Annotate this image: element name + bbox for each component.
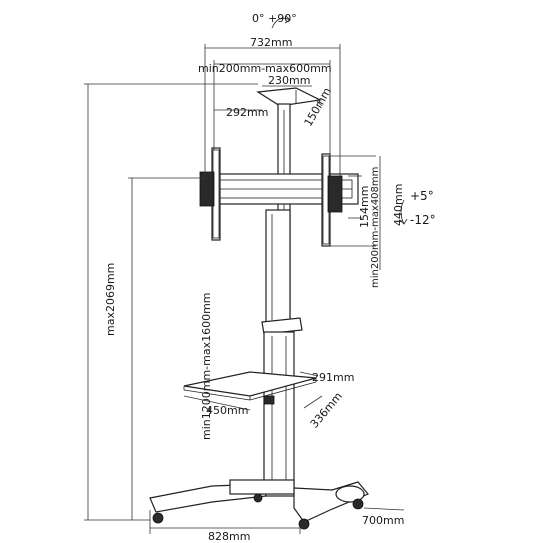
tilt-up-label: +5° [410, 189, 434, 203]
column-collar [261, 317, 303, 335]
shelf-depth-a-label: 291mm [312, 371, 354, 384]
tilt-arrow-icon [400, 199, 405, 225]
caster-wheel [152, 512, 164, 524]
dimension-labels: 0° +90° 732mm min200mm-max600mm 230mm 29… [104, 12, 436, 543]
bracket-arm-label: 154mm [358, 186, 371, 228]
shelf-depth-b-label: 336mm [308, 390, 345, 431]
top-plate-depth-label: 150mm [302, 85, 334, 128]
tv-stand-drawing [149, 15, 369, 530]
max-height-label: max2069mm [104, 263, 117, 336]
base-width-label: 828mm [208, 530, 250, 543]
dimension-lines [84, 44, 408, 534]
top-plate-width-label: 230mm [268, 74, 310, 87]
mount-width-label: 732mm [250, 36, 292, 49]
bracket-height-label: 440mm [392, 184, 405, 226]
tilt-down-label: -12° [410, 213, 436, 227]
top-plate [256, 87, 322, 107]
shelf-width-label: 450mm [206, 404, 248, 417]
swivel-arrow-icon [271, 17, 291, 29]
caster-wheel [253, 493, 263, 503]
vesa-vertical-label: min200mm-max408mm [370, 167, 381, 288]
top-plate-offset-label: 292mm [226, 106, 268, 119]
base-depth-label: 700mm [362, 514, 404, 527]
caster-wheel [352, 498, 364, 510]
swivel-label: 0° +90° [252, 12, 297, 25]
caster-wheel [298, 518, 310, 530]
height-range-label: min1200mm-max1600mm [200, 292, 213, 440]
lower-column [263, 331, 295, 497]
main-column [265, 209, 291, 323]
vesa-horizontal-label: min200mm-max600mm [198, 62, 332, 75]
